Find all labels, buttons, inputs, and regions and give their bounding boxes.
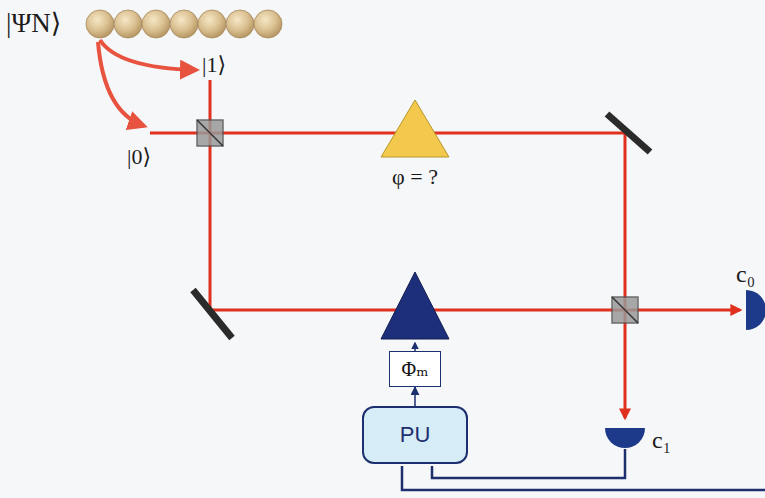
mirror (193, 290, 232, 338)
detector-label: c₁ (652, 428, 671, 452)
mirror (607, 114, 650, 152)
label-text: |0⟩ (127, 144, 151, 169)
unknown-phase-prism (381, 100, 449, 157)
detector (605, 428, 645, 448)
label-text: c₀ (736, 261, 755, 287)
node-text: PU (400, 422, 431, 448)
node-text: Φₘ (402, 357, 429, 381)
processing-unit: PU (362, 406, 468, 464)
port-label: |0⟩ (127, 146, 151, 168)
control-arrow (414, 387, 416, 406)
beam-splitter (197, 120, 223, 146)
label-text: |1⟩ (202, 52, 226, 77)
input-arrow (100, 40, 196, 70)
detector (746, 290, 765, 330)
state-label: |ΨN⟩ (6, 10, 61, 37)
control-box: Φₘ (389, 351, 441, 387)
feedback-phase-prism (381, 272, 449, 339)
port-label: |1⟩ (202, 54, 226, 76)
label-text: c₁ (652, 427, 671, 453)
atom-chain (86, 10, 282, 38)
detector-label: c₀ (736, 262, 755, 286)
beam-splitter (612, 297, 638, 323)
input-arrow (98, 42, 144, 126)
label-text: |ΨN⟩ (6, 8, 61, 38)
label-text: φ = ? (392, 164, 438, 189)
laser-beam (150, 80, 740, 418)
phase-label: φ = ? (392, 166, 438, 188)
